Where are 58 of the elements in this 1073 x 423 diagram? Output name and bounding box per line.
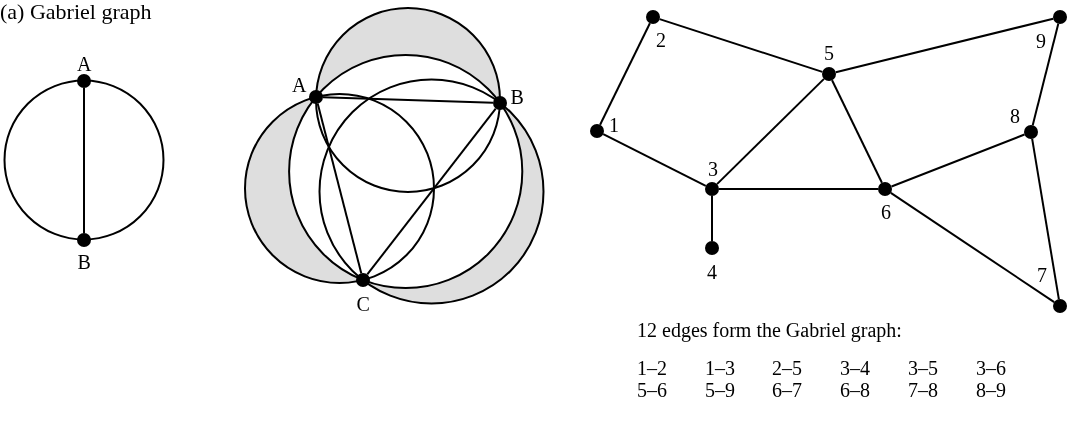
edge-line <box>834 17 1055 74</box>
edge-line <box>322 96 494 104</box>
vertex-label: 3 <box>708 159 718 179</box>
vertex-label: C <box>356 294 370 314</box>
vertex-label: 5 <box>824 43 834 63</box>
edge-line <box>602 133 707 187</box>
figure-title: (a) Gabriel graph <box>0 1 152 23</box>
vertex-dot <box>356 273 370 287</box>
edge-line <box>1031 137 1060 301</box>
edge-list-entry: 7–8 <box>908 380 938 400</box>
vertex-label: 4 <box>707 262 717 282</box>
vertex-label: 8 <box>1010 106 1020 126</box>
edge-line <box>83 87 85 234</box>
vertex-dot <box>705 182 719 196</box>
edge-line <box>316 102 363 275</box>
edge-list-entry: 2–5 <box>772 358 802 378</box>
edge-line <box>1031 22 1060 127</box>
vertex-dot <box>1053 299 1067 313</box>
edge-list-entry: 1–2 <box>637 358 667 378</box>
edge-line <box>366 107 497 276</box>
vertex-label: 6 <box>881 202 891 222</box>
edge-line <box>890 133 1026 188</box>
edge-line <box>831 79 883 184</box>
edge-line <box>718 188 879 190</box>
caption-text: 12 edges form the Gabriel graph: <box>637 320 902 340</box>
vertex-label: A <box>77 54 92 74</box>
vertex-dot <box>590 124 604 138</box>
vertex-dot <box>77 233 91 247</box>
edge-list-entry: 1–3 <box>705 358 735 378</box>
edge-list-entry: 3–5 <box>908 358 938 378</box>
edge-line <box>716 77 825 186</box>
vertex-dot <box>878 182 892 196</box>
vertex-dot <box>1053 10 1067 24</box>
edge-list-entry: 3–6 <box>976 358 1006 378</box>
edge-list-entry: 8–9 <box>976 380 1006 400</box>
vertex-label: B <box>510 87 524 107</box>
edge-line <box>599 22 651 126</box>
edge-line <box>658 18 824 73</box>
edge-list-entry: 6–8 <box>840 380 870 400</box>
vertex-dot <box>309 90 323 104</box>
vertex-dot <box>646 10 660 24</box>
vertex-dot <box>493 96 507 110</box>
vertex-label: 1 <box>609 115 619 135</box>
vertex-dot <box>705 241 719 255</box>
edge-list-entry: 5–9 <box>705 380 735 400</box>
vertex-dot <box>77 74 91 88</box>
vertex-label: A <box>292 75 307 95</box>
edge-list-entry: 5–6 <box>637 380 667 400</box>
edge-list-entry: 3–4 <box>840 358 870 378</box>
vertex-label: 2 <box>656 30 666 50</box>
vertex-label: B <box>77 252 91 272</box>
vertex-label: 9 <box>1036 31 1046 51</box>
edge-list-entry: 6–7 <box>772 380 802 400</box>
vertex-label: 7 <box>1037 265 1047 285</box>
vertex-dot <box>822 67 836 81</box>
edge-line <box>889 191 1056 304</box>
edge-line <box>711 195 713 242</box>
vertex-dot <box>1024 125 1038 139</box>
